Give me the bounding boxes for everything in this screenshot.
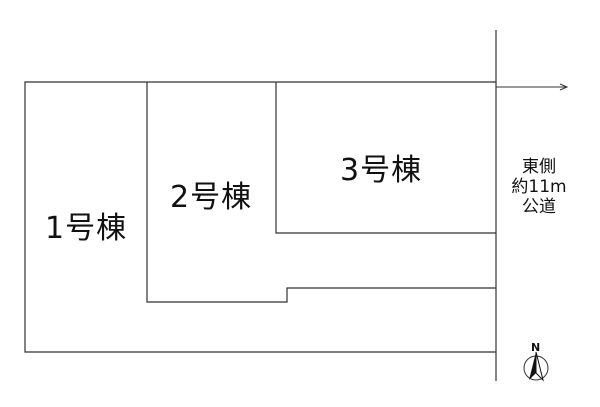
lot-3-outline (275, 82, 496, 234)
lot-3-label: 3号棟 (340, 153, 423, 188)
lot-1-label: 1号棟 (45, 211, 128, 246)
road-label-line-2: 約11m (511, 177, 567, 197)
lot-2-outline (146, 82, 496, 303)
north-arrow-icon (523, 351, 549, 382)
road-label-line-1: 東側 (522, 157, 556, 177)
road-label: 東側 約11m 公道 (509, 157, 569, 217)
lot-1-outline (24, 81, 496, 353)
lot-2-label: 2号棟 (170, 180, 253, 215)
road-direction-arrowhead (559, 83, 569, 91)
north-letter: N (531, 341, 541, 354)
road-label-line-3: 公道 (522, 197, 556, 217)
